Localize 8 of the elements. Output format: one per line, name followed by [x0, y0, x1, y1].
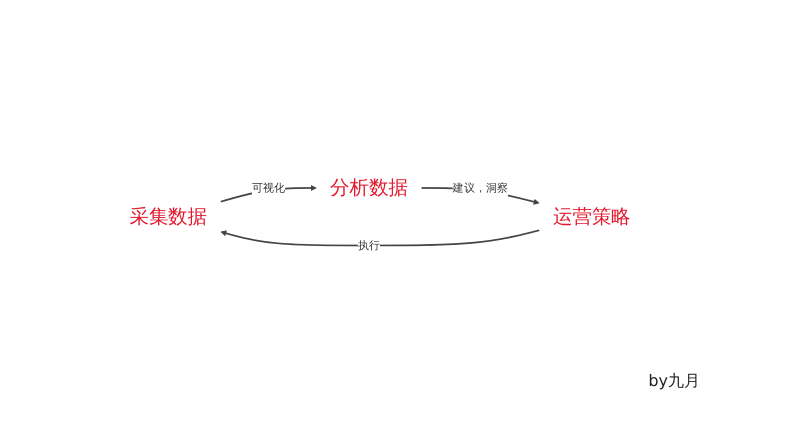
node-text: 采集数据 [129, 204, 207, 228]
arrow [220, 229, 540, 246]
node-text: 运营策略 [553, 204, 631, 228]
author-credit: by九月 [648, 371, 700, 392]
edge-label: 执行 [358, 238, 380, 252]
edge-label: 可视化 [252, 180, 286, 194]
node-text: 分析数据 [330, 176, 408, 199]
edge-label: 建议，洞察 [452, 180, 508, 194]
